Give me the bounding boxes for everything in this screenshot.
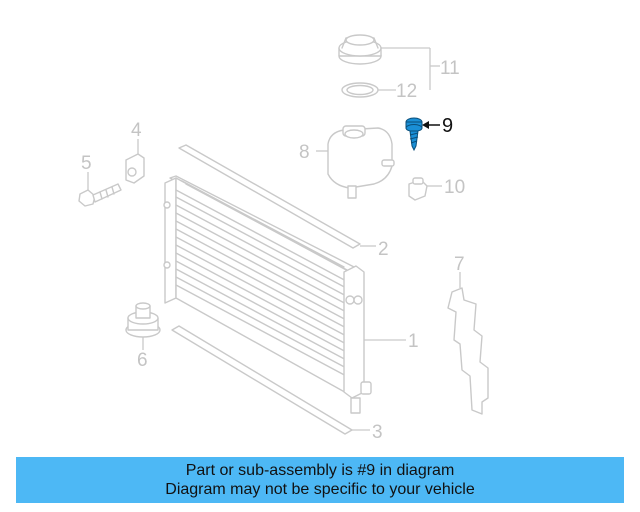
callout-12: 12 xyxy=(396,81,417,102)
callout-5: 5 xyxy=(81,153,92,174)
radiator-part[interactable]: 1 xyxy=(163,175,419,414)
callout-2: 2 xyxy=(378,239,389,260)
banner-line-1: Part or sub-assembly is #9 in diagram xyxy=(185,462,455,479)
expansion-tank-part[interactable]: 8 xyxy=(299,125,395,199)
callout-1: 1 xyxy=(408,331,419,352)
seal-ring-part[interactable]: 12 xyxy=(341,81,417,102)
upper-seal-strip-part[interactable]: 2 xyxy=(178,144,389,260)
callout-10: 10 xyxy=(444,177,465,198)
callout-6: 6 xyxy=(137,350,148,371)
air-deflector-part[interactable]: 7 xyxy=(447,254,489,415)
callout-8: 8 xyxy=(299,142,310,163)
rubber-mount-part[interactable]: 6 xyxy=(125,302,161,371)
callout-7: 7 xyxy=(454,254,465,275)
parts-diagram: 1 2 3 4 5 6 xyxy=(78,34,489,443)
callout-4: 4 xyxy=(131,120,142,141)
bolt-part[interactable]: 5 xyxy=(78,153,122,207)
filler-cap-part[interactable]: 11 xyxy=(338,34,460,90)
clip-part[interactable]: 10 xyxy=(408,177,465,201)
banner-line-2: Diagram may not be specific to your vehi… xyxy=(165,481,475,498)
callout-3: 3 xyxy=(372,422,383,443)
lower-seal-strip-part[interactable]: 3 xyxy=(171,325,383,443)
screw-part-9[interactable]: 9 xyxy=(405,115,453,152)
info-banner: Part or sub-assembly is #9 in diagram Di… xyxy=(16,457,624,503)
callout-9: 9 xyxy=(442,115,453,137)
callout-11: 11 xyxy=(440,58,460,79)
mount-bracket-part[interactable]: 4 xyxy=(125,120,145,184)
